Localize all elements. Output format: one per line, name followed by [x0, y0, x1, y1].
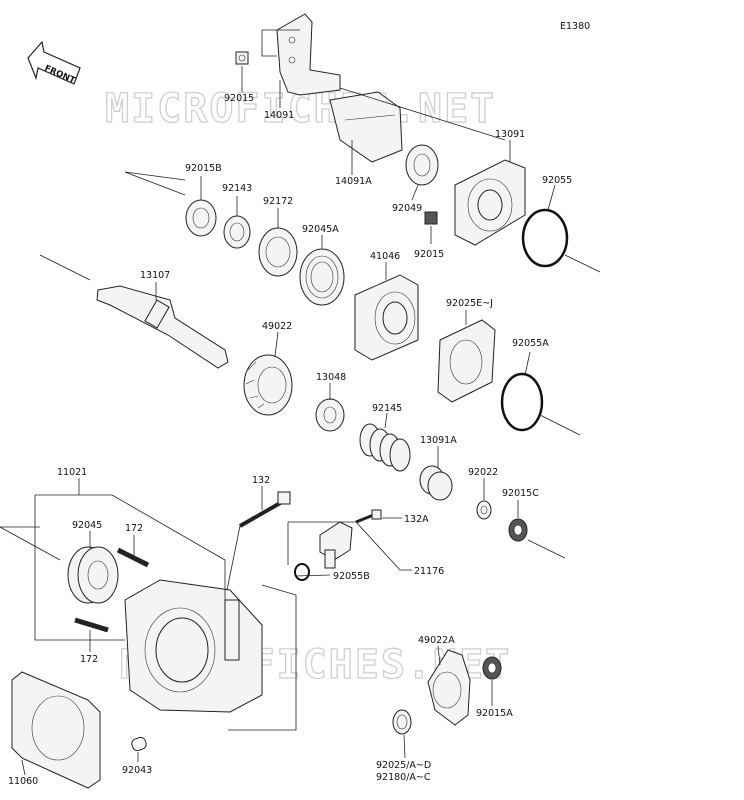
label-172-top: 172	[125, 523, 143, 534]
label-11021: 11021	[57, 467, 87, 478]
label-92015B: 92015B	[185, 163, 222, 174]
label-92015-mid: 92015	[414, 249, 444, 260]
label-92043: 92043	[122, 765, 152, 776]
oring-92055A	[500, 372, 544, 432]
bracket-11021-left	[34, 495, 125, 641]
label-132A: 132A	[404, 514, 429, 525]
label-92055A: 92055A	[512, 338, 549, 349]
washer-92022	[476, 500, 492, 520]
oring-92055B	[294, 563, 310, 581]
gear-49022	[243, 354, 293, 416]
label-92145: 92145	[372, 403, 402, 414]
spring-92145	[359, 423, 411, 472]
label-21176: 21176	[414, 566, 444, 577]
gasket-92025EJ	[437, 319, 496, 403]
shim-92025AD	[392, 709, 412, 735]
bolt-132	[239, 491, 291, 528]
shaft-13107	[96, 285, 229, 369]
stud-172-top	[116, 547, 150, 568]
bolt-132A	[355, 509, 382, 524]
nut-92015A	[482, 656, 502, 680]
label-172-bottom: 172	[80, 654, 98, 665]
front-arrow-icon: FRONT	[27, 40, 81, 86]
label-92180AC: 92180/A~C	[376, 772, 431, 783]
label-14091: 14091	[264, 110, 294, 121]
label-49022A: 49022A	[418, 635, 455, 646]
oring-92055	[521, 208, 569, 268]
label-132: 132	[252, 475, 270, 486]
label-92015C: 92015C	[502, 488, 539, 499]
bracket-14091A	[329, 91, 403, 163]
label-41046: 41046	[370, 251, 400, 262]
assembly-line-top	[339, 87, 506, 141]
label-13091A: 13091A	[420, 435, 457, 446]
coupling-13048	[315, 398, 345, 432]
label-92055B: 92055B	[333, 571, 370, 582]
label-92022: 92022	[468, 467, 498, 478]
diagram-code: E1380	[560, 21, 590, 32]
bearing-92045A	[299, 248, 345, 306]
nut-92015-top	[235, 51, 249, 65]
sensor-21176	[319, 521, 353, 569]
label-92025AD: 92025/A~D	[376, 760, 431, 771]
label-92015-top: 92015	[224, 93, 254, 104]
label-49022: 49022	[262, 321, 292, 332]
bracket-14091	[276, 13, 341, 96]
label-13107: 13107	[140, 270, 170, 281]
label-11060: 11060	[8, 776, 38, 787]
bearing-92143	[223, 215, 251, 249]
gear-49022A	[427, 649, 471, 726]
housing-13091	[454, 159, 526, 246]
leader-14091-a	[261, 30, 277, 57]
label-92015A: 92015A	[476, 708, 513, 719]
label-92025EJ: 92025E~J	[446, 298, 493, 309]
label-92055: 92055	[542, 175, 572, 186]
label-92049: 92049	[392, 203, 422, 214]
label-92045A: 92045A	[302, 224, 339, 235]
nut-92015-mid	[424, 211, 438, 225]
label-92045: 92045	[72, 520, 102, 531]
pin-92043	[131, 736, 147, 752]
label-13048: 13048	[316, 372, 346, 383]
nut-92015C	[508, 518, 528, 542]
housing-41046	[354, 274, 419, 361]
case-11021	[124, 579, 263, 713]
sleeve-13091A	[419, 465, 453, 501]
seal-92049	[405, 144, 439, 186]
bearing-92045	[67, 546, 119, 604]
stud-172-bottom	[74, 617, 109, 633]
label-13091: 13091	[495, 129, 525, 140]
label-92172: 92172	[263, 196, 293, 207]
label-92143: 92143	[222, 183, 252, 194]
seal-92015B	[185, 199, 217, 237]
ring-92172	[258, 227, 298, 277]
label-14091A: 14091A	[335, 176, 372, 187]
gasket-11060	[11, 671, 101, 789]
